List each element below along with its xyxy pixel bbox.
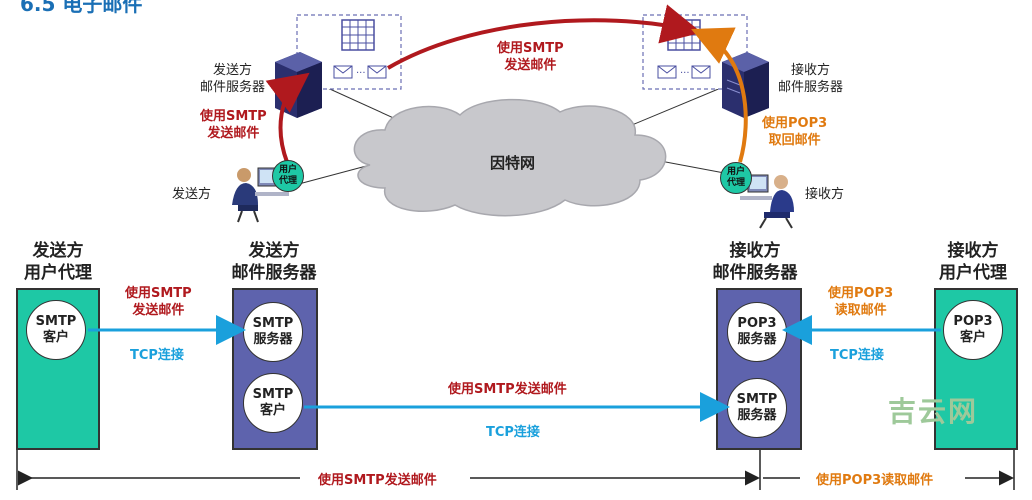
receiver-person-icon — [740, 174, 794, 229]
internet-label: 因特网 — [490, 154, 536, 172]
pop3-client-node: POP3 客户 — [943, 300, 1003, 360]
sender-to-server-arrow — [265, 72, 310, 163]
receiver-agent-title: 接收方 用户代理 — [939, 241, 1007, 283]
pop3-arrow-label: 使用POP3 取回邮件 — [762, 116, 828, 148]
smtp-span-label: 使用SMTP发送邮件 — [318, 473, 437, 488]
internet-cloud-icon — [353, 98, 667, 217]
server-to-server-arrow — [386, 4, 702, 70]
left-tcp-label: TCP连接 — [130, 348, 184, 363]
pop3-retrieve-arrow — [691, 27, 748, 163]
top-network-diagram: ··· ··· — [232, 4, 794, 229]
smtp-client-node: SMTP 客户 — [26, 300, 86, 360]
receiver-server-title: 接收方 邮件服务器 — [712, 241, 798, 283]
mid-smtp-label: 使用SMTP发送邮件 — [448, 382, 567, 397]
sender-smtp-arrow-label: 使用SMTP 发送邮件 — [200, 109, 267, 141]
sender-agent-title: 发送方 用户代理 — [24, 241, 92, 283]
watermark: 吉云网 — [888, 395, 979, 428]
server-smtp-arrow-label: 使用SMTP 发送邮件 — [497, 41, 564, 73]
pop3-server-node: POP3 服务器 — [727, 302, 787, 362]
mid-tcp-label: TCP连接 — [486, 425, 540, 440]
left-smtp-label: 使用SMTP 发送邮件 — [125, 286, 192, 318]
svg-text:···: ··· — [356, 68, 366, 79]
svg-text:···: ··· — [680, 68, 690, 79]
smtp-client-node: SMTP 客户 — [243, 373, 303, 433]
mail-grid-icon — [341, 19, 375, 51]
receiver-server-label: 接收方 邮件服务器 — [778, 63, 844, 95]
sender-user-agent-badge: 用户 代理 — [272, 160, 304, 192]
sender-server-title: 发送方 邮件服务器 — [231, 241, 317, 283]
receiver-label: 接收方 — [805, 187, 845, 202]
right-pop3-label: 使用POP3 读取邮件 — [828, 286, 894, 318]
bottom-connections — [16, 315, 1015, 490]
sender-server-label: 发送方 邮件服务器 — [200, 63, 266, 95]
link-line — [294, 164, 371, 186]
right-tcp-label: TCP连接 — [830, 348, 884, 363]
pop3-span-label: 使用POP3读取邮件 — [816, 473, 934, 488]
sender-label: 发送方 — [172, 187, 212, 202]
envelope-icon: ··· — [333, 65, 387, 79]
smtp-server-node: SMTP 服务器 — [243, 302, 303, 362]
receiver-user-agent-badge: 用户 代理 — [720, 162, 752, 194]
envelope-icon: ··· — [657, 65, 711, 79]
page-title: 6.5 电子邮件 — [20, 0, 143, 16]
